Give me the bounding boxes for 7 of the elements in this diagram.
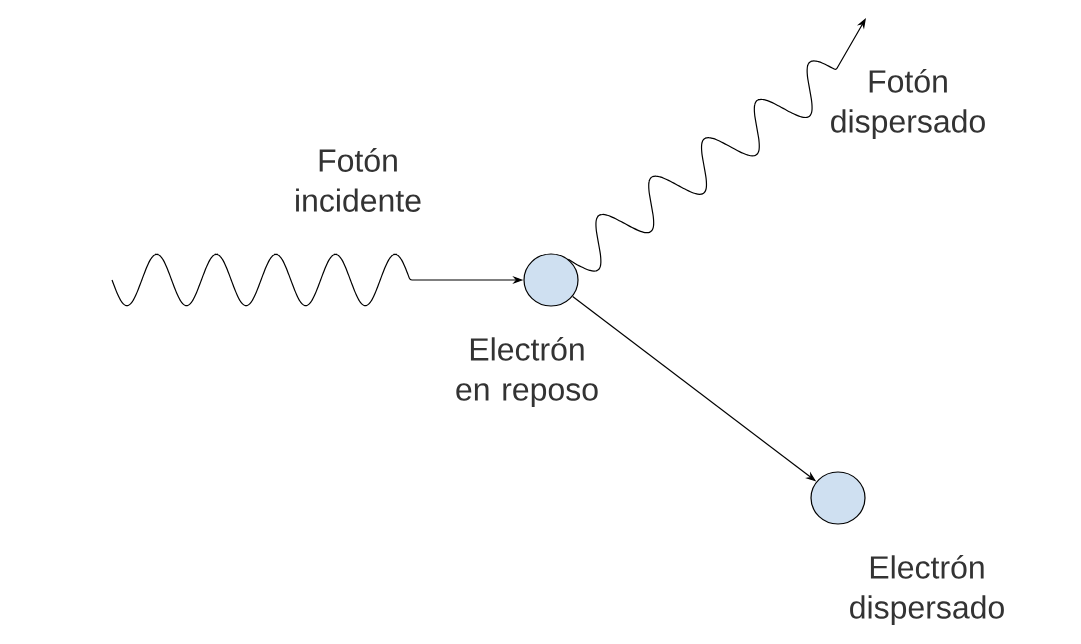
edge-label: Fotón incidente: [296, 148, 421, 212]
node-caption: Electrón en reposo: [456, 336, 598, 408]
electron-circle: [523, 253, 579, 307]
node-caption: Electrón dispersado: [850, 554, 1004, 626]
edge-label: Fotón dispersado: [831, 68, 985, 140]
arrow: [567, 18, 866, 272]
electron-circle: [810, 471, 866, 525]
